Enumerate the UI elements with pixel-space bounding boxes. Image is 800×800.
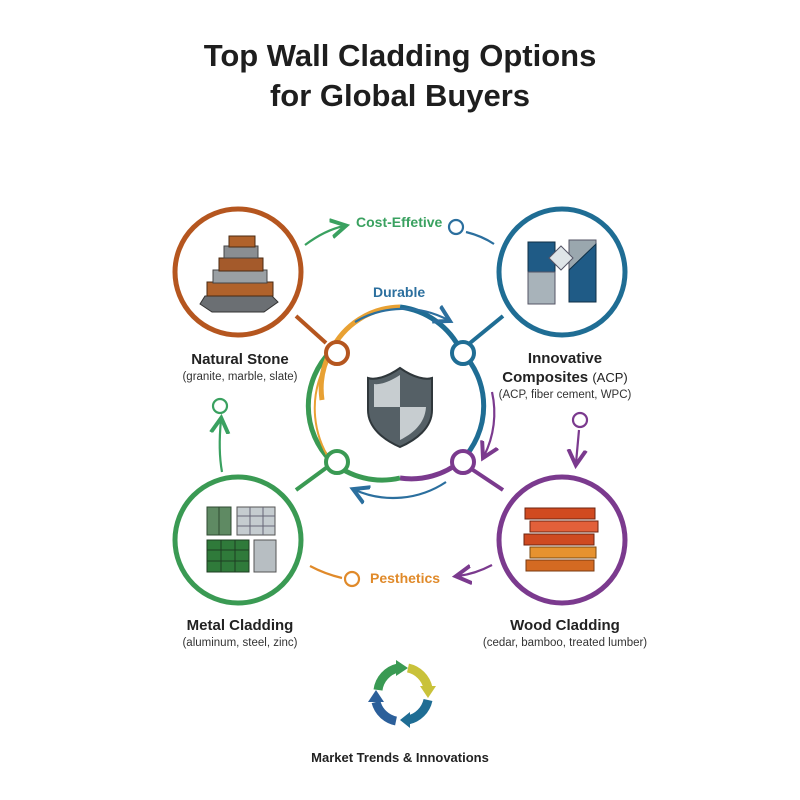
- innovative-composites-label: Innovative Composites (ACP) (ACP, fiber …: [475, 349, 655, 403]
- title-line-2: for Global Buyers: [269, 78, 531, 113]
- cost-effective-label: Cost-Effetive: [356, 214, 443, 230]
- footer-label: Market Trends & Innovations: [311, 750, 489, 765]
- node-innovative-composites[interactable]: [496, 206, 628, 338]
- natural-stone-label: Natural Stone (granite, marble, slate): [150, 350, 330, 385]
- composites-details: (ACP, fiber cement, WPC): [498, 389, 632, 401]
- inner-right-arrow: [484, 391, 494, 456]
- node-wood-cladding[interactable]: [496, 474, 628, 606]
- arrow-wood-to-aesthetics: [458, 564, 493, 576]
- composites-name-suffix: (ACP): [592, 370, 628, 385]
- node-connectors: [294, 314, 505, 492]
- cost-node-dot: [447, 218, 465, 236]
- metal-cladding-details: (aluminum, steel, zinc): [182, 637, 298, 649]
- natural-stone-name: Natural Stone: [191, 351, 289, 368]
- composites-name-line-2-wrap: Composites (ACP): [475, 368, 655, 387]
- arrow-stone-to-cost: [304, 226, 344, 246]
- composites-name-line-2: Composites: [502, 369, 589, 386]
- wood-cladding-name: Wood Cladding: [510, 617, 620, 634]
- arrow-cost-to-composites: [465, 230, 495, 245]
- shield-icon: [367, 366, 433, 449]
- ring-junctions: [324, 340, 476, 475]
- arrow-aesthetics-to-metal: [309, 565, 343, 580]
- composites-name-line-1: Innovative: [527, 350, 603, 367]
- wood-cladding-label: Wood Cladding (cedar, bamboo, treated lu…: [465, 616, 665, 651]
- aesthetics-dot: [343, 570, 361, 588]
- aesthetics-label: Pesthetics: [370, 570, 441, 586]
- natural-stone-details: (granite, marble, slate): [182, 371, 298, 383]
- page-title: Top Wall Cladding Options for Global Buy…: [0, 36, 800, 116]
- inner-bottom-arrow: [355, 481, 447, 498]
- title-line-1: Top Wall Cladding Options: [203, 38, 597, 73]
- stone-stack-icon: [199, 235, 279, 313]
- composite-panels-icon: [527, 239, 597, 305]
- wood-cladding-details: (cedar, bamboo, treated lumber): [482, 637, 648, 649]
- arrow-metal-up: [220, 420, 222, 473]
- metal-cladding-label: Metal Cladding (aluminum, steel, zinc): [150, 616, 330, 651]
- durable-arrow: [354, 309, 448, 322]
- cycle-arrows-icon: [368, 660, 436, 728]
- right-dot: [571, 411, 589, 429]
- arrow-right-to-wood: [576, 429, 579, 463]
- metal-panels-icon: [206, 506, 277, 573]
- inner-left-arc: [313, 371, 331, 461]
- durable-label: Durable: [373, 284, 426, 300]
- left-dot: [211, 397, 229, 415]
- node-metal-cladding[interactable]: [172, 474, 304, 606]
- metal-cladding-name: Metal Cladding: [186, 617, 294, 634]
- node-natural-stone[interactable]: [172, 206, 304, 338]
- wood-planks-icon: [523, 507, 599, 572]
